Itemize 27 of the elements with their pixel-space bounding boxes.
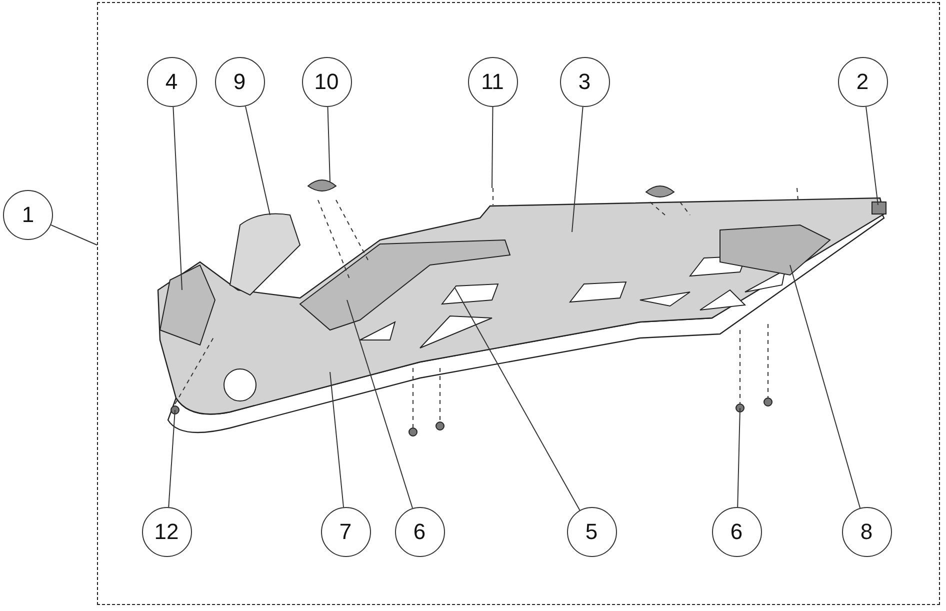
- callout-number: 12: [142, 506, 192, 556]
- callout-number: 1: [3, 190, 53, 240]
- leader-line: [790, 264, 861, 508]
- leader-line: [50, 224, 98, 246]
- callout-number: 6: [394, 506, 444, 556]
- assembly-boundary: [97, 2, 940, 605]
- leader-line: [866, 106, 878, 206]
- callout-number: 11: [468, 56, 518, 106]
- leader-line: [168, 410, 176, 508]
- callout-number: 9: [214, 56, 264, 106]
- leader-line: [245, 106, 270, 216]
- callout-number: 6: [712, 506, 762, 556]
- leader-line: [327, 106, 330, 182]
- callout-number: 10: [302, 56, 352, 106]
- leader-line: [572, 106, 584, 232]
- leader-line: [330, 372, 344, 508]
- callout-number: 3: [560, 56, 610, 106]
- callout-number: 7: [320, 506, 370, 556]
- callout-number: 5: [566, 506, 616, 556]
- callout-number: 4: [146, 56, 196, 106]
- leader-line: [172, 106, 182, 290]
- leader-line: [492, 106, 494, 188]
- callout-number: 8: [842, 506, 892, 556]
- leader-line: [737, 408, 740, 508]
- leader-line: [454, 288, 580, 511]
- callout-number: 2: [838, 56, 888, 106]
- leader-line: [346, 300, 413, 509]
